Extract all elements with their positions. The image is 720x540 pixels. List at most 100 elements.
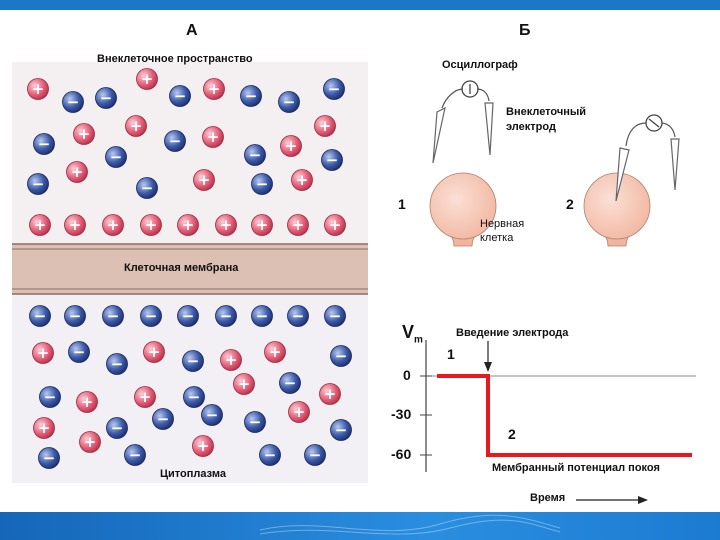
oscillograph-1 (432, 80, 494, 164)
plus-sign: + (285, 137, 298, 155)
plus-sign: + (69, 216, 82, 234)
positive-ion-ball (76, 391, 98, 413)
plus-sign: + (207, 128, 220, 146)
tick-label-30: -30 (391, 406, 412, 422)
positive-ion: + (143, 341, 165, 363)
negative-ion-ball (244, 411, 266, 433)
plus-sign: + (107, 216, 120, 234)
positive-ion-ball (134, 386, 156, 408)
negative-ion-ball (105, 146, 127, 168)
negative-ion-ball (259, 444, 281, 466)
cell-membrane (12, 243, 368, 295)
negative-ion-ball (29, 305, 51, 327)
phase-1-label: 1 (447, 346, 455, 362)
positive-ion-ball (143, 341, 165, 363)
plus-sign: + (78, 125, 91, 143)
positive-ion-ball (220, 349, 242, 371)
minus-sign: − (256, 307, 269, 325)
positive-ion: + (264, 341, 286, 363)
extracellular-label: Внеклеточное пространство (97, 53, 253, 65)
negative-ion-ball (95, 87, 117, 109)
negative-ion: − (330, 419, 352, 441)
positive-ion-ball (192, 435, 214, 457)
positive-ion: + (73, 123, 95, 145)
minus-sign: − (329, 307, 342, 325)
negative-ion: − (27, 173, 49, 195)
negative-ion: − (140, 305, 162, 327)
time-label: Время (530, 492, 566, 504)
potential-trace (437, 374, 692, 457)
negative-ion: − (177, 305, 199, 327)
positive-ion: + (291, 169, 313, 191)
negative-ion: − (164, 130, 186, 152)
positive-ion-ball (202, 126, 224, 148)
negative-ion: − (323, 78, 345, 100)
positive-ion-ball (280, 135, 302, 157)
positive-ion: + (140, 214, 162, 236)
positive-ion-ball (291, 169, 313, 191)
positive-ion: + (134, 386, 156, 408)
case-2-number: 2 (566, 196, 574, 212)
minus-sign: − (141, 179, 154, 197)
positive-ion: + (32, 342, 54, 364)
negative-ion: − (240, 85, 262, 107)
minus-sign: − (206, 406, 219, 424)
negative-ion: − (287, 305, 309, 327)
plus-sign: + (130, 117, 143, 135)
positive-ion: + (136, 68, 158, 90)
minus-sign: − (69, 307, 82, 325)
plus-sign: + (148, 343, 161, 361)
negative-ion-ball (164, 130, 186, 152)
negative-ion: − (38, 447, 60, 469)
nerve-cell-2 (583, 147, 651, 247)
plus-sign: + (324, 385, 337, 403)
membrane-label: Клеточная мембрана (124, 262, 239, 274)
negative-ion-ball (330, 345, 352, 367)
positive-ion: + (287, 214, 309, 236)
plus-sign: + (182, 216, 195, 234)
minus-sign: − (67, 93, 80, 111)
negative-ion: − (244, 411, 266, 433)
plus-sign: + (220, 216, 233, 234)
negative-ion: − (324, 305, 346, 327)
negative-ion: − (64, 305, 86, 327)
plus-sign: + (319, 117, 332, 135)
positive-ion-ball (314, 115, 336, 137)
nerve-cell-1 (429, 172, 497, 247)
negative-ion-ball (106, 353, 128, 375)
negative-ion-ball (251, 173, 273, 195)
positive-ion: + (319, 383, 341, 405)
positive-ion-ball (125, 115, 147, 137)
minus-sign: − (100, 89, 113, 107)
plus-sign: + (296, 171, 309, 189)
insertion-label: Введение электрода (456, 327, 569, 339)
plus-sign: + (71, 163, 84, 181)
plus-sign: + (292, 216, 305, 234)
plus-sign: + (208, 80, 221, 98)
positive-ion: + (79, 431, 101, 453)
positive-ion-ball (66, 161, 88, 183)
negative-ion-ball (140, 305, 162, 327)
negative-ion-ball (68, 341, 90, 363)
minus-sign: − (145, 307, 158, 325)
negative-ion-ball (240, 85, 262, 107)
minus-sign: − (249, 146, 262, 164)
positive-ion-ball (64, 214, 86, 236)
ions-layer: +−−+−+−−−−++−+−++−−+−−+−++++++++++−−−−−−… (27, 68, 352, 469)
plus-sign: + (32, 80, 45, 98)
oscillograph-label: Осциллограф (442, 59, 518, 71)
minus-sign: − (157, 410, 170, 428)
resting-potential-label: Мембранный потенциал покоя (492, 462, 660, 474)
minus-sign: − (220, 307, 233, 325)
negative-ion: − (33, 133, 55, 155)
negative-ion-ball (152, 408, 174, 430)
positive-ion-ball (203, 78, 225, 100)
negative-ion-ball (182, 350, 204, 372)
positive-ion-ball (33, 417, 55, 439)
positive-ion: + (125, 115, 147, 137)
plus-sign: + (198, 171, 211, 189)
negative-ion: − (68, 341, 90, 363)
minus-sign: − (335, 421, 348, 439)
positive-ion-ball (140, 214, 162, 236)
